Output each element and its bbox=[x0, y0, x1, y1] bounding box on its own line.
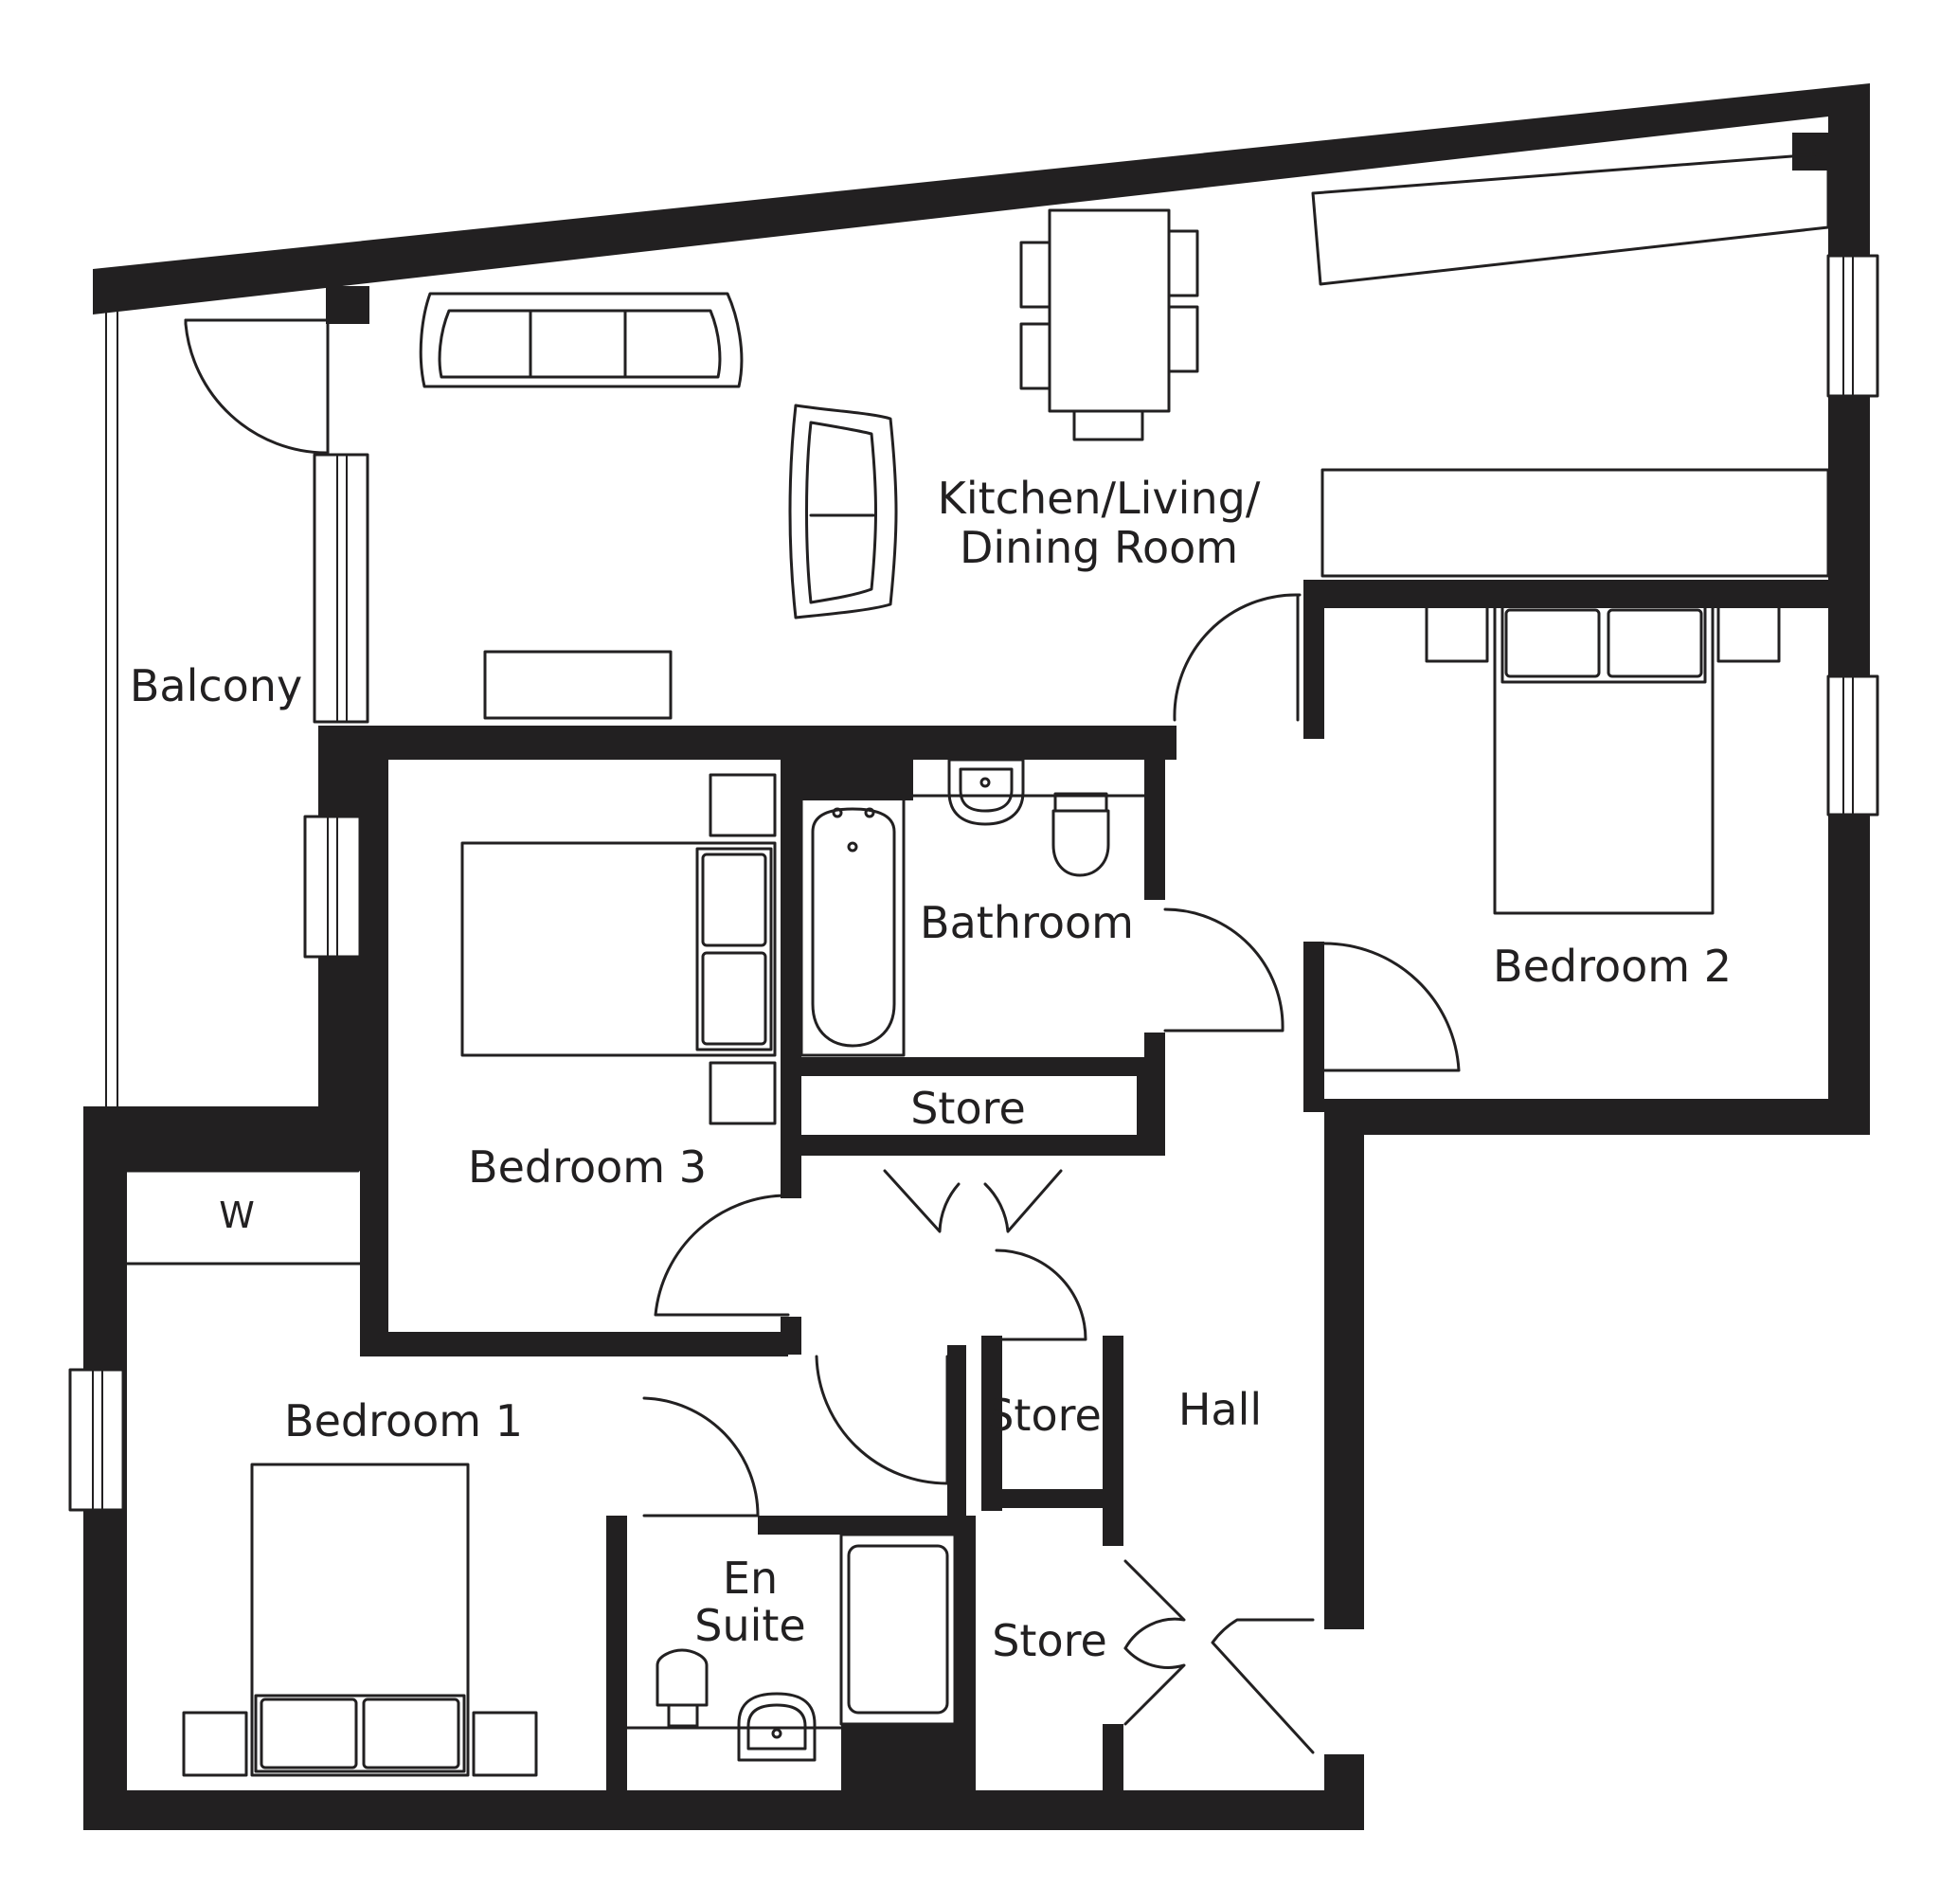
bedroom-2-bed bbox=[1425, 597, 1781, 915]
en-suite-label-line1: En bbox=[723, 1553, 778, 1604]
kitchen-living-dining-label-line1: Kitchen/Living/ bbox=[938, 473, 1261, 524]
en-suite-fittings bbox=[625, 1533, 957, 1762]
bathroom-label: Bathroom bbox=[920, 897, 1134, 948]
tv-unit bbox=[483, 650, 673, 720]
bedroom-3-bed bbox=[460, 773, 777, 1125]
wardrobe bbox=[125, 1169, 369, 1266]
kitchen-fittings bbox=[1311, 152, 1830, 578]
bedroom-2-label: Bedroom 2 bbox=[1493, 941, 1732, 992]
en-suite-label-line2: Suite bbox=[694, 1600, 805, 1651]
sofa-two-seat bbox=[788, 404, 898, 620]
bedroom-1-bed bbox=[182, 1463, 538, 1777]
bathroom-fittings bbox=[799, 758, 1146, 1057]
outer-walls bbox=[83, 83, 1870, 1830]
balcony-label: Balcony bbox=[130, 660, 302, 711]
kitchen-living-dining-label-line2: Dining Room bbox=[960, 522, 1238, 573]
windows bbox=[68, 254, 1879, 1512]
dining-table bbox=[1019, 208, 1199, 441]
doors bbox=[184, 318, 1461, 1754]
room-labels: Kitchen/Living/ Dining Room Balcony Bath… bbox=[130, 473, 1732, 1666]
store-lower-label: Store bbox=[992, 1615, 1107, 1666]
store-upper-label: Store bbox=[910, 1083, 1026, 1134]
sofa-three-seat bbox=[419, 292, 744, 388]
bedroom-3-label: Bedroom 3 bbox=[468, 1141, 707, 1193]
store-middle-label: Store bbox=[986, 1390, 1102, 1441]
bedroom-1-label: Bedroom 1 bbox=[284, 1395, 523, 1446]
wardrobe-label: W bbox=[219, 1194, 255, 1236]
internal-walls bbox=[360, 580, 1870, 1809]
hall-label: Hall bbox=[1178, 1384, 1262, 1435]
